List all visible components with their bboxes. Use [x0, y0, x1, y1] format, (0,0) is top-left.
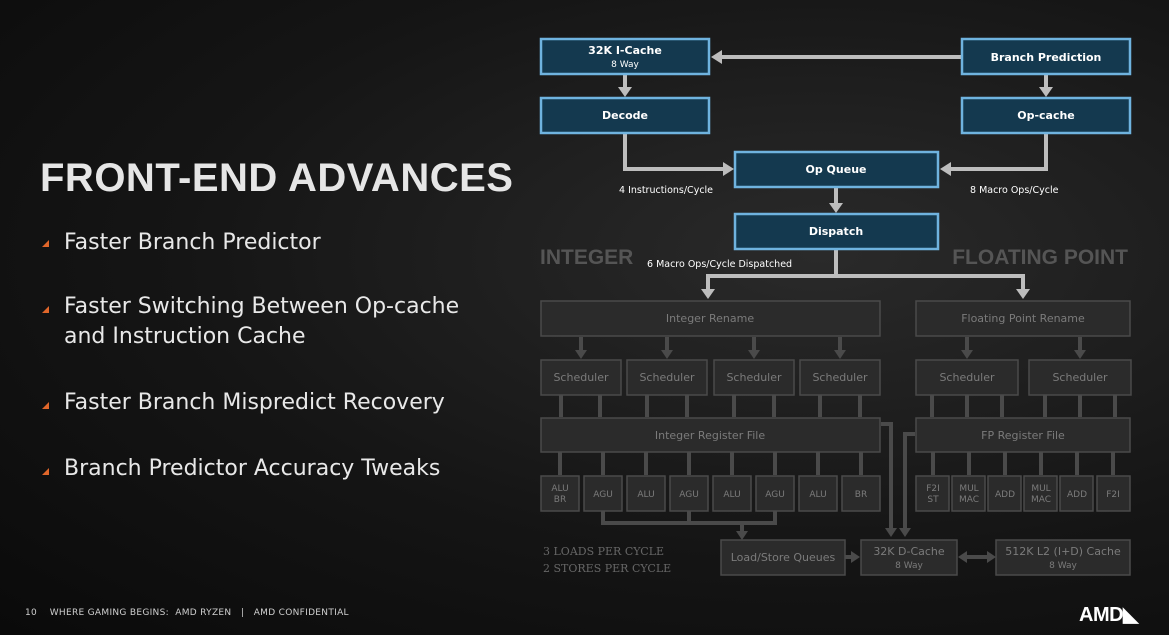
exec-unit-alu: ALU — [626, 475, 666, 512]
dcache-label: 32K D-Cache — [873, 545, 945, 558]
l2-cache-sub-label: 8 Way — [1049, 561, 1077, 571]
loads-note: 3 LOADS PER CYCLE — [543, 545, 664, 558]
slide-footer: 10 WHERE GAMING BEGINS: AMD RYZEN | AMD … — [25, 608, 349, 618]
svg-text:F2I: F2I — [926, 484, 940, 494]
svg-text:BR: BR — [855, 490, 867, 500]
fp-scheduler-box: Scheduler — [915, 359, 1019, 396]
l2-cache-box: 512K L2 (I+D) Cache 8 Way — [995, 539, 1131, 576]
icache-sub-label: 8 Way — [611, 60, 639, 70]
icache-label: 32K I-Cache — [588, 44, 662, 57]
svg-text:ALU: ALU — [723, 490, 740, 500]
svg-text:ALU: ALU — [637, 490, 654, 500]
integer-rename-label: Integer Rename — [666, 312, 754, 325]
svg-text:AGU: AGU — [593, 490, 613, 500]
exec-unit-add: ADD — [987, 475, 1022, 512]
bullet-text: Faster Branch Predictor — [64, 230, 321, 255]
scheduler-label: Scheduler — [812, 371, 868, 384]
exec-unit-mul-mac: MUL MAC — [951, 475, 986, 512]
exec-unit-alu: ALU — [712, 475, 752, 512]
integer-scheduler-box: Scheduler — [540, 359, 622, 396]
fp-register-file-box: FP Register File — [915, 417, 1131, 453]
exec-unit-agu: AGU — [583, 475, 623, 512]
bullet-arrow-icon — [42, 468, 49, 475]
dispatch-box: Dispatch — [733, 212, 940, 251]
backend-connectors — [558, 337, 1117, 563]
svg-text:ADD: ADD — [995, 490, 1015, 500]
branch-prediction-box: Branch Prediction — [960, 37, 1132, 76]
scheduler-label: Scheduler — [939, 371, 995, 384]
integer-rename-box: Integer Rename — [540, 300, 881, 337]
bullet-arrow-icon — [42, 306, 49, 313]
svg-text:ST: ST — [927, 495, 939, 505]
bullet-arrow-icon — [42, 402, 49, 409]
bullet-arrow-icon — [42, 240, 49, 247]
exec-unit-alu: ALU — [798, 475, 838, 512]
svg-text:AGU: AGU — [679, 490, 699, 500]
op-cache-box: Op-cache — [960, 96, 1132, 135]
svg-text:ADD: ADD — [1067, 490, 1087, 500]
exec-unit-f2i: F2I — [1096, 475, 1131, 512]
decode-label: Decode — [602, 109, 648, 122]
exec-unit-alu-br: ALU BR — [540, 475, 580, 512]
svg-text:MUL: MUL — [959, 484, 978, 494]
exec-unit-br: BR — [841, 475, 881, 512]
scheduler-label: Scheduler — [726, 371, 782, 384]
slide-title: FRONT-END ADVANCES — [40, 156, 514, 200]
dispatch-rate-label: 6 Macro Ops/Cycle Dispatched — [647, 259, 792, 270]
svg-text:MAC: MAC — [1031, 495, 1051, 505]
exec-unit-mul-mac: MUL MAC — [1023, 475, 1058, 512]
exec-unit-agu: AGU — [669, 475, 709, 512]
op-queue-label: Op Queue — [806, 163, 867, 176]
integer-register-file-box: Integer Register File — [540, 417, 881, 453]
svg-text:BR: BR — [554, 495, 566, 505]
op-queue-box: Op Queue — [733, 150, 940, 189]
integer-scheduler-box: Scheduler — [713, 359, 795, 396]
svg-text:MUL: MUL — [1031, 484, 1050, 494]
svg-text:ALU: ALU — [809, 490, 826, 500]
scheduler-label: Scheduler — [639, 371, 695, 384]
branch-prediction-label: Branch Prediction — [991, 51, 1102, 64]
opcache-rate-label: 8 Macro Ops/Cycle — [970, 185, 1059, 196]
dispatch-label: Dispatch — [809, 225, 863, 238]
svg-text:ALU: ALU — [551, 484, 568, 494]
icache-box: 32K I-Cache 8 Way — [539, 37, 711, 76]
bullet-text: Branch Predictor Accuracy Tweaks — [64, 456, 441, 481]
integer-scheduler-box: Scheduler — [799, 359, 881, 396]
exec-unit-add: ADD — [1059, 475, 1094, 512]
exec-unit-agu: AGU — [755, 475, 795, 512]
integer-scheduler-box: Scheduler — [626, 359, 708, 396]
scheduler-label: Scheduler — [553, 371, 609, 384]
svg-text:AGU: AGU — [765, 490, 785, 500]
exec-unit-f2i-st: F2I ST — [915, 475, 950, 512]
svg-text:MAC: MAC — [959, 495, 979, 505]
decode-rate-label: 4 Instructions/Cycle — [619, 185, 713, 196]
bullet-text: Faster Branch Mispredict Recovery — [64, 390, 445, 415]
amd-logo: AMD◣ — [1079, 604, 1138, 626]
l2-cache-label: 512K L2 (I+D) Cache — [1005, 545, 1121, 558]
section-label-floating-point: FLOATING POINT — [952, 246, 1128, 269]
fp-rename-label: Floating Point Rename — [961, 312, 1085, 325]
dcache-sub-label: 8 Way — [895, 561, 923, 571]
scheduler-label: Scheduler — [1052, 371, 1108, 384]
dcache-box: 32K D-Cache 8 Way — [860, 539, 958, 576]
load-store-queues-box: Load/Store Queues — [720, 539, 846, 576]
fp-scheduler-box: Scheduler — [1028, 359, 1132, 396]
load-store-queues-label: Load/Store Queues — [731, 551, 836, 564]
op-cache-label: Op-cache — [1017, 109, 1075, 122]
integer-register-file-label: Integer Register File — [655, 429, 765, 442]
fp-rename-box: Floating Point Rename — [915, 300, 1131, 337]
decode-box: Decode — [539, 96, 711, 135]
frontend-connectors — [618, 50, 1053, 299]
svg-text:F2I: F2I — [1106, 490, 1120, 500]
bullet-text: Faster Switching Between Op-cache and In… — [64, 294, 460, 349]
section-label-integer: INTEGER — [540, 246, 633, 269]
stores-note: 2 STORES PER CYCLE — [543, 562, 671, 575]
fp-register-file-label: FP Register File — [981, 429, 1065, 442]
